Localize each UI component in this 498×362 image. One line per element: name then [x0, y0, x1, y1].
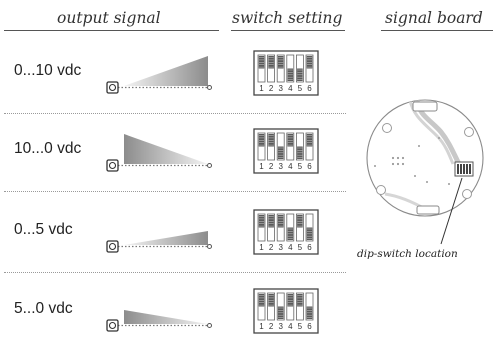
dip-switch-5 [297, 215, 303, 228]
board-mounting-hole [462, 189, 472, 199]
dip-switch-1 [258, 294, 265, 307]
header-output-signal: output signal [57, 9, 161, 27]
dip-switch-number: 6 [307, 243, 312, 252]
signal-range-label: 0...10 vdc [14, 62, 82, 79]
header-signal-board-rule [381, 30, 493, 31]
signal-ramp-rising-icon [106, 56, 212, 94]
dip-switch-1 [258, 56, 265, 69]
dip-switch-6 [306, 306, 313, 319]
terminal-dot [207, 244, 212, 249]
row-separator [4, 113, 346, 114]
dip-switch-number: 2 [269, 84, 274, 93]
dip-switch-number: 4 [288, 84, 293, 93]
dip-switch-4 [287, 68, 294, 81]
dip-switch-2 [268, 56, 274, 69]
dip-switch-number: 5 [298, 243, 303, 252]
signal-ramp-shape [124, 56, 208, 86]
board-components [374, 137, 450, 185]
board-dip-switch [454, 161, 474, 177]
dip-switch-number: 6 [307, 322, 312, 331]
dip-switch-number: 5 [298, 322, 303, 331]
dip-switch-6 [306, 134, 313, 147]
terminal-dot [207, 163, 212, 168]
dip-switch-1 [258, 134, 265, 147]
board-connector [416, 205, 440, 215]
header-signal-board: signal board [385, 9, 483, 27]
dip-switch-6 [306, 56, 313, 69]
board-mounting-hole [464, 127, 474, 137]
board-mounting-hole [382, 123, 392, 133]
signal-range-label: 0...5 vdc [14, 221, 73, 238]
dip-switch-number: 1 [259, 84, 264, 93]
signal-ramp-shape [124, 134, 208, 164]
row-separator [4, 272, 346, 273]
dip-switch-number: 4 [288, 243, 293, 252]
header-switch-setting: switch setting [232, 9, 343, 27]
dip-switch-number: 3 [278, 84, 283, 93]
terminal-dot [207, 85, 212, 90]
dip-switch-number: 6 [307, 84, 312, 93]
dip-switch-number: 2 [269, 322, 274, 331]
dip-switch-number: 5 [298, 162, 303, 171]
signal-ramp-falling-icon [106, 134, 212, 172]
dip-switch-number: 3 [278, 243, 283, 252]
dip-switch-3 [277, 56, 284, 69]
signal-ramp-shape [124, 231, 208, 245]
dip-switch-3 [277, 146, 284, 159]
signal-ramp-falling-icon [106, 310, 212, 332]
dip-switch-2 [268, 294, 274, 307]
board-outline [366, 99, 484, 217]
dip-switch-5 [297, 294, 303, 307]
dip-switch-number: 2 [269, 243, 274, 252]
dip-switch-5 [297, 68, 303, 81]
dip-switch-2 [268, 134, 274, 147]
dip-switch-number: 3 [278, 162, 283, 171]
dip-switch-pointer [440, 177, 463, 245]
dip-switch-4 [287, 227, 294, 240]
dip-switch-number: 3 [278, 322, 283, 331]
header-output-signal-rule [4, 30, 219, 31]
dip-switch-number: 4 [288, 162, 293, 171]
signal-range-label: 5...0 vdc [14, 300, 73, 317]
dip-switch-location-label: dip-switch location [357, 248, 458, 260]
dip-switch-1 [258, 215, 265, 228]
dip-switch-3 [277, 215, 284, 228]
row-separator [4, 191, 346, 192]
dip-switch-number: 4 [288, 322, 293, 331]
dip-switch-3 [277, 306, 284, 319]
board-connector [412, 101, 438, 112]
dip-switch-4 [287, 294, 294, 307]
dip-switch-4 [287, 134, 294, 147]
signal-board-illustration [366, 99, 484, 245]
dip-switch-number: 5 [298, 84, 303, 93]
signal-ramp-rising-icon [106, 231, 212, 253]
dip-switch-number: 2 [269, 162, 274, 171]
dip-switch-number: 1 [259, 322, 264, 331]
dip-switch-6 [306, 227, 313, 240]
signal-range-label: 10...0 vdc [14, 140, 82, 157]
header-switch-setting-rule [231, 30, 345, 31]
terminal-dot [207, 323, 212, 328]
dip-switch-number: 1 [259, 243, 264, 252]
signal-ramp-shape [124, 310, 208, 324]
dip-switch-number: 1 [259, 162, 264, 171]
dip-switch-number: 6 [307, 162, 312, 171]
board-mounting-hole [376, 185, 386, 195]
dip-switch-5 [297, 146, 303, 159]
dip-switch-2 [268, 215, 274, 228]
